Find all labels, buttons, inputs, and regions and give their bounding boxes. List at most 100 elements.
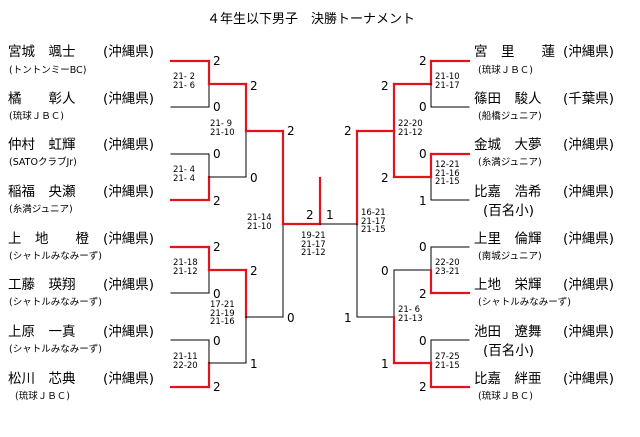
score-line: 21-12: [398, 127, 423, 138]
left-player-8-club: (琉球ＪＢＣ): [15, 391, 70, 402]
right-r2-result-1: 2: [381, 79, 389, 93]
right-player-1-name: 宮 里 蓮: [474, 44, 555, 60]
right-player-5-pref: (沖縄県): [563, 231, 615, 247]
score-line: 21-12: [173, 266, 198, 277]
right-r1-result-8: 2: [419, 380, 427, 394]
score-line: 21-16: [435, 168, 460, 179]
left-r2-result-3: 2: [250, 264, 258, 278]
score-line: 17-21: [210, 300, 235, 310]
left-player-5-pref: (沖縄県): [103, 231, 155, 247]
right-r2-result-2: 2: [381, 171, 389, 185]
right-player-4-club: (百名小): [483, 203, 535, 219]
left-player-8-pref: (沖縄県): [103, 371, 155, 387]
right-player-1-club: (琉球ＪＢＣ): [478, 65, 533, 76]
right-semi-1-scores: 22-20 21-12: [398, 120, 423, 137]
left-player-7-club: (シャトルみなみーず): [9, 344, 102, 355]
right-player-3-name: 金城 大夢: [474, 137, 542, 153]
left-player-1-name: 宮城 颯士: [8, 44, 76, 60]
left-r2-result-2: 0: [250, 171, 258, 185]
right-r3-result-2: 1: [344, 311, 352, 325]
score-line: 21- 4: [173, 173, 195, 184]
score-line: 21-19: [210, 308, 235, 319]
score-line: 21- 9: [210, 119, 232, 129]
score-line: 21-14: [247, 213, 272, 223]
final-scores: 19-21 21-17 21-12: [301, 232, 326, 258]
final-result-left: 2: [306, 208, 314, 222]
left-match-1-scores: 21- 2 21- 6: [173, 73, 195, 90]
left-player-2-club: (琉球ＪＢＣ): [9, 111, 64, 122]
right-player-7-pref: (沖縄県): [563, 324, 615, 340]
right-match-2-scores: 12-21 21-16 21-15: [435, 161, 460, 187]
score-line: 23-21: [435, 266, 460, 277]
left-player-7-name: 上原 一真: [8, 324, 76, 340]
score-line: 22-20: [173, 360, 198, 371]
left-r1-result-1: 2: [213, 54, 221, 68]
left-player-4-name: 稲福 央瀬: [8, 184, 76, 200]
score-line: 21-16: [210, 317, 235, 327]
right-r1-result-4: 1: [419, 194, 427, 208]
right-player-3-pref: (沖縄県): [563, 137, 615, 153]
right-player-2-name: 篠田 駿人: [474, 91, 542, 107]
right-r1-result-1: 2: [419, 54, 427, 68]
left-r1-result-2: 0: [213, 100, 221, 114]
left-match-3-scores: 21-18 21-12: [173, 259, 198, 276]
right-match-3-scores: 22-20 23-21: [435, 259, 460, 276]
right-match-1-scores: 21-10 21-17: [435, 73, 460, 90]
left-r1-result-3: 0: [213, 147, 221, 161]
right-r1-result-7: 0: [419, 334, 427, 348]
final-result-right: 1: [326, 208, 334, 222]
score-line: 12-21: [435, 160, 460, 170]
score-line: 21-10: [247, 221, 272, 232]
score-line: 21- 2: [173, 72, 195, 82]
left-player-4-pref: (沖縄県): [103, 184, 155, 200]
left-semi-2-scores: 17-21 21-19 21-16: [210, 301, 235, 327]
left-semifinal-scores: 21-14 21-10: [247, 214, 272, 231]
left-player-1-pref: (沖縄県): [103, 44, 155, 60]
score-line: 21-15: [435, 360, 460, 371]
left-r2-result-4: 1: [250, 357, 258, 371]
score-line: 21-12: [301, 248, 326, 258]
right-player-4-name: 比嘉 浩希: [474, 184, 542, 200]
right-player-8-club: (琉球ＪＢＣ): [478, 391, 533, 402]
score-line: 21-17: [361, 216, 386, 227]
right-r1-result-6: 2: [419, 287, 427, 301]
right-player-8-name: 比嘉 絆亜: [474, 371, 542, 387]
score-line: 22-20: [435, 258, 460, 268]
left-player-3-club: (SATOクラブJr): [9, 157, 77, 168]
score-line: 21-15: [361, 225, 386, 235]
right-r2-result-4: 1: [381, 357, 389, 371]
score-line: 21-15: [435, 177, 460, 187]
left-player-3-pref: (沖縄県): [103, 137, 155, 153]
score-line: 21-11: [173, 352, 198, 362]
left-semi-1-scores: 21- 9 21-10: [210, 120, 235, 137]
right-player-6-name: 上地 栄輝: [474, 277, 542, 293]
score-line: 19-21: [301, 231, 326, 241]
score-line: 21-13: [398, 313, 423, 324]
left-player-2-name: 橘 彰人: [8, 91, 76, 107]
score-line: 22-20: [398, 119, 423, 129]
score-line: 21-10: [435, 72, 460, 82]
right-player-6-club: (シャトルみなみーず): [478, 297, 571, 308]
left-player-5-name: 上 地 橙: [8, 231, 89, 247]
score-line: 21- 6: [173, 80, 195, 91]
right-player-4-pref: (沖縄県): [563, 184, 615, 200]
left-player-8-name: 松川 芯典: [8, 371, 76, 387]
right-player-7-name: 池田 遼舞: [474, 324, 542, 340]
right-r2-result-3: 0: [381, 264, 389, 278]
left-r1-result-6: 0: [213, 287, 221, 301]
left-match-4-scores: 21-11 22-20: [173, 353, 198, 370]
right-player-2-club: (船橋ジュニア): [478, 111, 542, 122]
score-line: 16-21: [361, 208, 386, 218]
right-r1-result-5: 0: [419, 240, 427, 254]
right-player-5-club: (南城ジュニア): [478, 251, 542, 262]
left-r3-result-2: 0: [287, 311, 295, 325]
right-player-2-pref: (千葉県): [563, 91, 615, 107]
left-r1-result-7: 0: [213, 334, 221, 348]
left-player-1-club: (トントンミーBC): [9, 65, 87, 76]
left-player-3-name: 仲村 虹輝: [8, 137, 76, 153]
left-r3-result-1: 2: [287, 124, 295, 138]
right-player-1-pref: (沖縄県): [563, 44, 615, 60]
page-title: ４年生以下男子 決勝トーナメント: [207, 12, 416, 27]
